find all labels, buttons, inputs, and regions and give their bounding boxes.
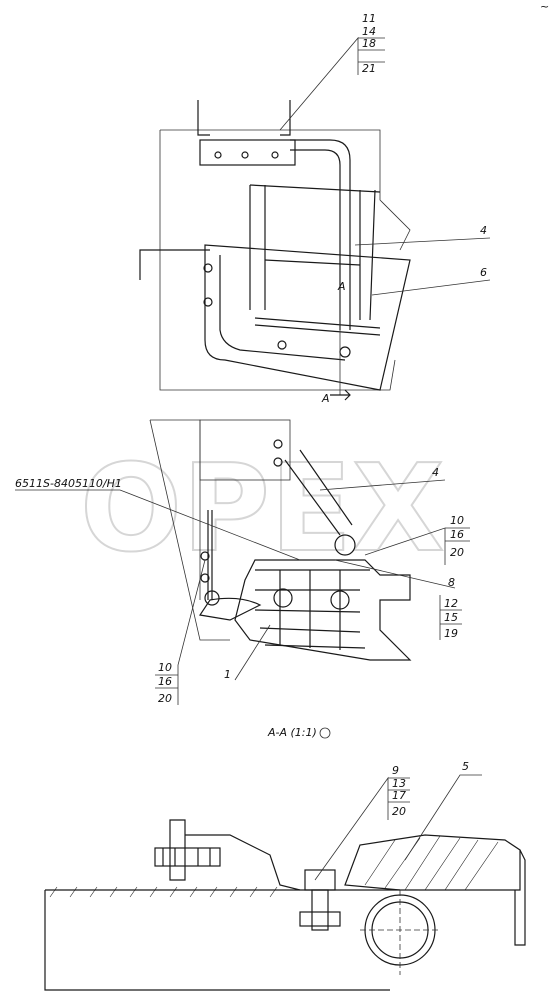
callout-4-mid: 4 xyxy=(319,466,446,491)
step-box xyxy=(204,244,411,391)
top-bracket xyxy=(197,100,291,136)
step-stringers xyxy=(249,185,376,321)
handrail-tube-inner xyxy=(290,149,341,330)
pipe-centerline xyxy=(360,890,440,975)
cover-part xyxy=(344,834,521,891)
callout-9-d: 20 xyxy=(392,805,406,818)
callout-18: 18 xyxy=(362,37,376,50)
section-arrow xyxy=(330,389,351,401)
section-mark-upper: A xyxy=(337,280,346,293)
label-6: 6 xyxy=(480,266,487,279)
cover-lip xyxy=(514,849,526,946)
section-mark-lower: A xyxy=(321,392,330,405)
callout-12-c: 19 xyxy=(444,627,458,640)
arm-pivot xyxy=(334,534,356,556)
callout-12-a: 12 xyxy=(444,597,458,610)
left-hook xyxy=(139,249,210,280)
callout-8: 8 xyxy=(334,559,456,589)
step-inner-curve xyxy=(219,255,346,361)
step-tread xyxy=(254,317,381,336)
bolt-shank xyxy=(311,889,329,931)
callout-10-upper-b: 16 xyxy=(450,528,464,541)
section-title: A-A (1:1) xyxy=(267,726,317,739)
callout-1: 1 xyxy=(224,624,271,681)
callout-14: 14 xyxy=(362,25,376,38)
label-5: 5 xyxy=(462,760,469,773)
callout-12-b: 15 xyxy=(444,611,458,624)
watermark: OPEX xyxy=(79,439,445,580)
callout-partref: 6511S-8405110/H1 xyxy=(15,477,301,561)
callout-10-left-c: 20 xyxy=(158,692,172,705)
step-mount xyxy=(198,597,262,621)
section-view: A-A (1:1) 9 13 17 20 xyxy=(44,726,526,991)
callout-stack-11: 11 14 18 21 xyxy=(279,12,385,131)
middle-view: 6511S-8405110/H1 4 10 16 20 8 12 15 19 1 xyxy=(15,419,470,705)
panel-outline xyxy=(159,130,396,391)
bracket-profile xyxy=(185,834,301,891)
bolt-nut xyxy=(299,911,341,927)
panel-edge xyxy=(160,129,411,251)
callout-10-upper-a: 10 xyxy=(450,514,464,527)
label-1: 1 xyxy=(224,668,231,681)
callout-10-left: 10 16 20 xyxy=(155,559,206,705)
section-title-circle xyxy=(319,727,331,739)
callout-10-left-a: 10 xyxy=(158,661,172,674)
label-4-top: 4 xyxy=(480,224,487,237)
callout-11: 11 xyxy=(362,12,376,25)
callout-9: 9 13 17 20 xyxy=(314,764,410,881)
callout-4-top: 4 xyxy=(354,224,491,246)
step-grid-vert xyxy=(279,570,341,650)
plate-hatch xyxy=(49,886,278,898)
vertical-rod xyxy=(207,510,213,600)
callout-9-a: 9 xyxy=(392,764,399,777)
bolt-horizontal xyxy=(154,847,221,867)
cover-hatch xyxy=(364,835,499,891)
step-grid xyxy=(254,569,370,649)
arm xyxy=(284,449,353,536)
callout-10-left-b: 16 xyxy=(158,675,172,688)
step-tread-body xyxy=(234,559,412,661)
callout-9-b: 13 xyxy=(392,777,406,790)
callout-21: 21 xyxy=(362,62,376,75)
callout-5: 5 xyxy=(404,760,482,861)
upper-block xyxy=(199,419,291,481)
callout-9-c: 17 xyxy=(392,789,406,802)
callout-10-upper: 10 16 20 xyxy=(364,514,470,565)
label-4-mid: 4 xyxy=(432,466,439,479)
mount-plate xyxy=(199,139,296,166)
bracket-leg xyxy=(169,819,186,881)
callout-10-upper-c: 20 xyxy=(450,546,464,559)
callout-12: 12 15 19 xyxy=(439,595,462,640)
base-plate xyxy=(44,889,400,991)
part-ref: 6511S-8405110/H1 xyxy=(15,477,122,490)
step-mid xyxy=(264,259,361,266)
handrail-tube xyxy=(290,139,351,330)
step-top xyxy=(249,184,381,193)
top-view: A A 11 14 18 21 4 6 xyxy=(139,12,491,405)
callout-6: 6 xyxy=(371,266,491,296)
watermark-text: OPEX xyxy=(80,440,444,579)
corner-mark: ~ xyxy=(540,0,549,13)
label-8: 8 xyxy=(448,576,455,589)
